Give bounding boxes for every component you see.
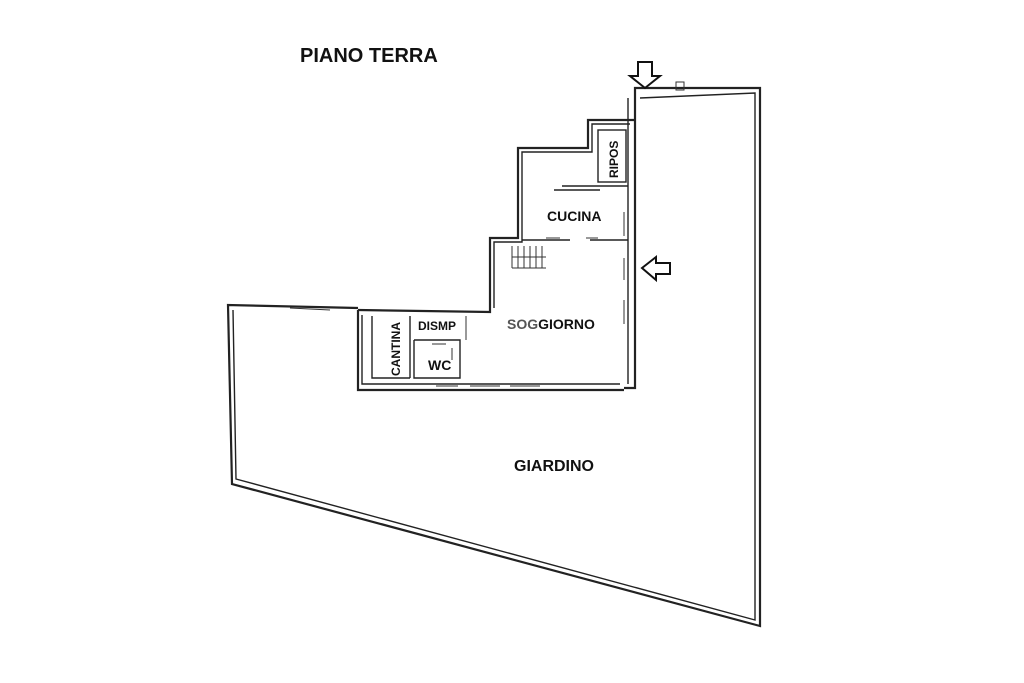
house-walls [356,94,637,392]
room-label-cantina: CANTINA [389,322,403,376]
room-label-cucina: CUCINA [547,208,601,224]
stairs [511,246,546,269]
room-label-soggiorno-part-b: GIORNO [538,316,595,332]
room-label-wc: WC [428,357,451,373]
arrow-left-icon [640,254,671,283]
room-label-ripos: RIPOS [607,141,621,178]
room-label-soggiorno-part-a: SOG [507,316,538,332]
plan-title: PIANO TERRA [300,45,438,67]
room-label-giardino: GIARDINO [514,458,594,475]
room-label-disimpegno: DISMP [418,319,456,333]
room-label-soggiorno: SOGGIORNO [507,316,595,332]
garden-boundary [226,81,762,628]
arrow-down-icon [627,61,663,90]
